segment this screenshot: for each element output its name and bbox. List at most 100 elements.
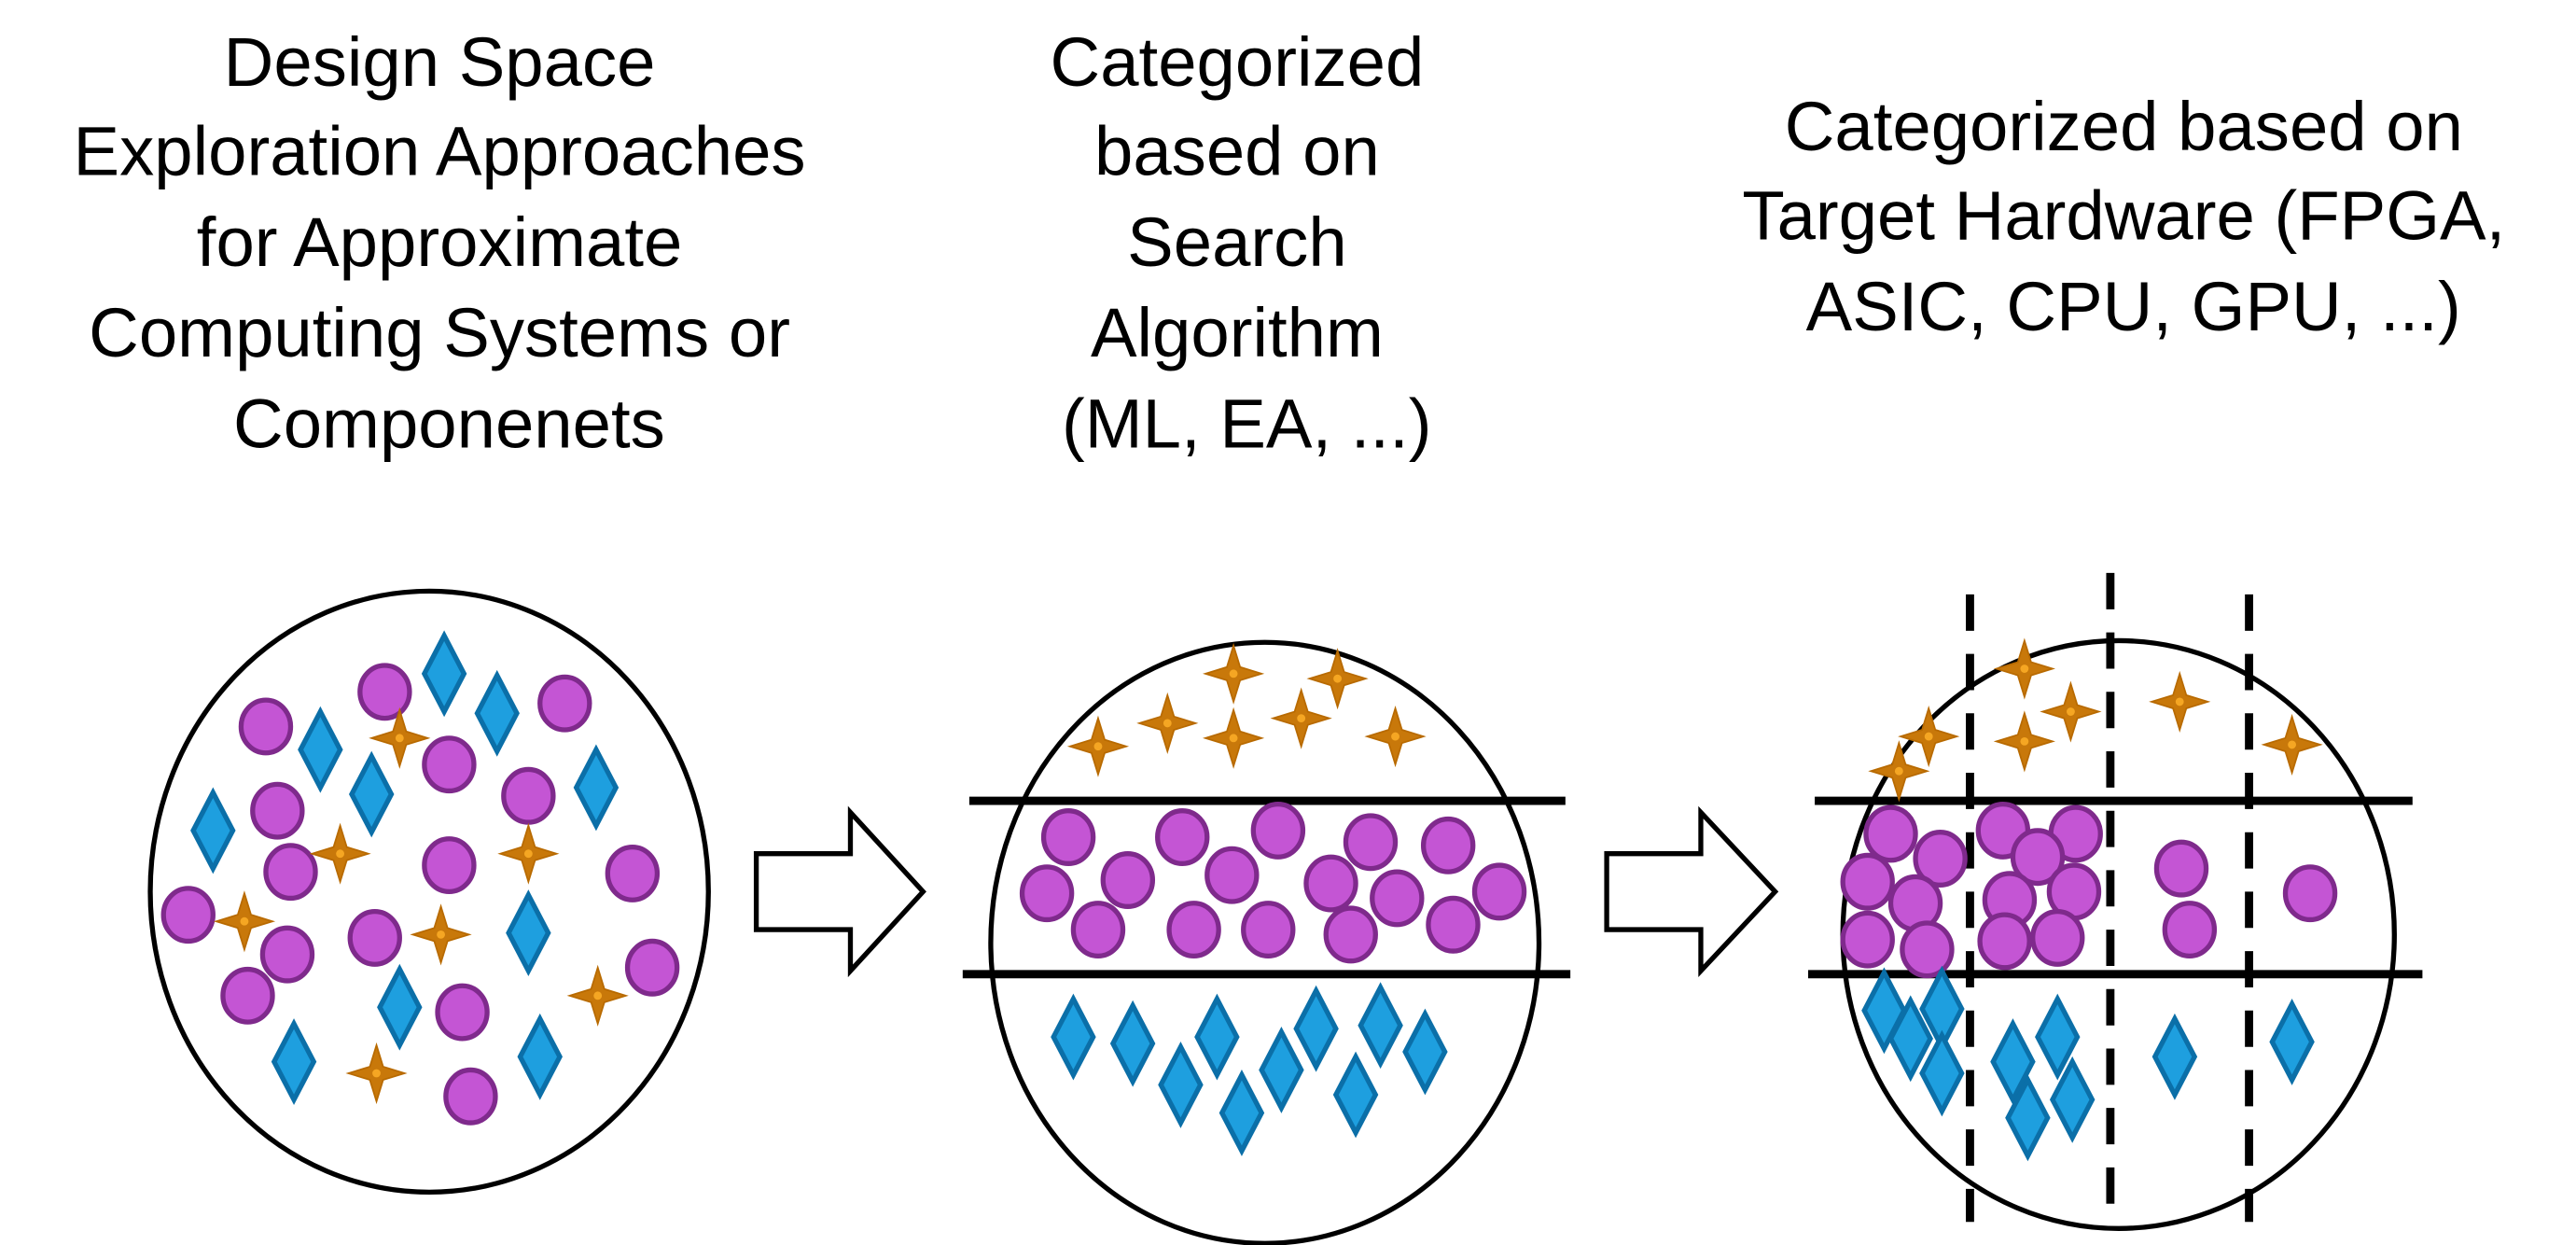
panel-3-title-line: ASIC, CPU, GPU, ...) (1806, 268, 2461, 345)
diamond-point-icon (2049, 1056, 2096, 1143)
panel-3-points (1840, 637, 2338, 1162)
circle-point-icon (160, 886, 216, 944)
circle-point-icon (1840, 852, 1895, 911)
diamond-point-icon (1887, 995, 1933, 1083)
circle-point-icon (250, 781, 305, 840)
circle-point-icon (347, 908, 402, 967)
star-point-icon (1202, 642, 1265, 705)
diamond-point-icon (348, 750, 395, 838)
diamond-point-icon (1109, 1000, 1156, 1087)
circle-point-icon (1040, 808, 1096, 866)
diamond-point-icon (517, 1013, 563, 1100)
panel-1-title-line: Exploration Approaches (74, 113, 806, 190)
star-point-icon (1993, 710, 2055, 773)
circle-point-icon (501, 766, 556, 825)
diamond-point-icon (1358, 982, 1403, 1070)
circle-point-icon (422, 735, 477, 794)
diamond-point-icon (1259, 1027, 1304, 1113)
circle-point-icon (537, 674, 592, 733)
circle-point-icon (1900, 920, 1955, 979)
panel-2-title-line: Categorized (1051, 23, 1425, 101)
circle-point-icon (1426, 895, 1481, 954)
diamond-point-icon (377, 963, 423, 1051)
star-point-icon (369, 706, 431, 769)
circle-point-icon (624, 938, 680, 997)
star-point-icon (1993, 637, 2055, 700)
circle-point-icon (1303, 854, 1358, 913)
circle-point-icon (435, 983, 490, 1042)
circle-point-icon (1343, 813, 1399, 872)
panel-1-unclassified (147, 588, 711, 1196)
circle-point-icon (263, 843, 318, 902)
star-point-icon (2261, 713, 2323, 776)
star-point-icon (1868, 740, 1930, 803)
star-point-icon (345, 1042, 408, 1105)
panel-3-by-target-hardware (1808, 572, 2423, 1231)
star-point-icon (213, 890, 276, 953)
star-point-icon (1306, 648, 1369, 710)
circle-point-icon (2030, 908, 2085, 967)
circle-point-icon (238, 697, 294, 756)
circle-point-icon (1070, 901, 1126, 959)
circle-point-icon (1323, 905, 1378, 964)
block-arrow-right-icon (753, 805, 926, 978)
panel-2-by-search-algorithm (962, 639, 1571, 1245)
diamond-point-icon (1158, 1041, 1204, 1128)
diamond-point-icon (2005, 1074, 2051, 1162)
circle-point-icon (1241, 901, 1296, 959)
circle-point-icon (1204, 846, 1260, 904)
panel-2-title-line: based on (1094, 113, 1380, 190)
circle-point-icon (1420, 816, 1476, 874)
diamond-point-icon (2151, 1013, 2198, 1100)
panel-1-title-line: Componenets (233, 385, 665, 462)
panel-3-title-line: Categorized based on (1785, 88, 2463, 165)
circle-point-icon (1863, 804, 1918, 863)
panel-1-title: Design Space Exploration Approaches for … (74, 23, 826, 462)
design-space-boundary (988, 639, 1542, 1245)
panel-1-title-line: for Approximate (197, 203, 683, 281)
diamond-point-icon (190, 787, 236, 874)
diamond-point-icon (1332, 1051, 1379, 1139)
circle-point-icon (1977, 912, 2032, 971)
diamond-point-icon (2269, 998, 2315, 1085)
circle-point-icon (2153, 839, 2209, 898)
star-point-icon (1202, 706, 1265, 769)
circle-point-icon (1166, 901, 1221, 959)
star-point-icon (1136, 692, 1199, 755)
diamond-point-icon (1919, 1029, 1965, 1117)
circle-point-icon (605, 844, 661, 902)
circle-point-icon (259, 925, 315, 984)
circle-point-icon (1370, 869, 1425, 928)
diamond-point-icon (271, 1018, 317, 1106)
panel-2-title: Categorized based on Search Algorithm (M… (1051, 23, 1443, 462)
star-point-icon (497, 822, 560, 885)
circle-point-icon (2282, 864, 2338, 923)
circle-point-icon (422, 836, 477, 895)
panel-3-title-line: Target Hardware (FPGA, (1742, 177, 2505, 255)
star-point-icon (309, 822, 371, 885)
diamond-point-icon (1194, 993, 1240, 1081)
diamond-point-icon (1218, 1070, 1265, 1156)
circle-point-icon (2010, 828, 2066, 887)
star-point-icon (1364, 705, 1427, 768)
star-point-icon (566, 964, 629, 1027)
panel-2-title-line: (ML, EA, ...) (1062, 385, 1431, 462)
diamond-point-icon (474, 669, 520, 757)
star-point-icon (1066, 715, 1130, 777)
diamond-point-icon (573, 744, 620, 832)
design-space-boundary (147, 588, 711, 1196)
circle-point-icon (1250, 801, 1306, 860)
panel-1-points (160, 630, 680, 1126)
panel-2-title-line: Algorithm (1091, 294, 1384, 371)
circle-point-icon (1471, 862, 1527, 921)
star-point-icon (410, 903, 472, 966)
circle-point-icon (1019, 864, 1075, 923)
diamond-point-icon (1990, 1018, 2036, 1106)
circle-point-icon (1913, 830, 1968, 888)
diamond-point-icon (1293, 985, 1339, 1072)
star-point-icon (1270, 687, 1332, 749)
diamond-point-icon (1051, 993, 1096, 1081)
circle-point-icon (1100, 851, 1156, 909)
circle-point-icon (2162, 901, 2218, 959)
